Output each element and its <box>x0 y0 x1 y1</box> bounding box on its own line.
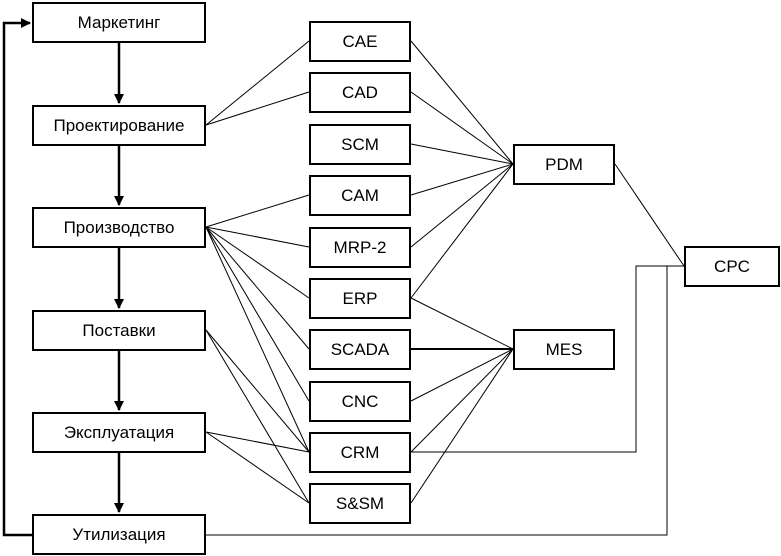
stage-label: Утилизация <box>72 524 166 544</box>
stage-label: Маркетинг <box>77 12 161 32</box>
stage-marketing-box: Маркетинг <box>32 2 206 43</box>
system-cad-box: CAD <box>309 72 411 113</box>
system-scm-box: SCM <box>309 124 411 165</box>
link-production-crm <box>205 226 310 453</box>
system-label: CAD <box>342 82 378 102</box>
link-mrp2-pdm <box>410 163 514 248</box>
system-label: SCM <box>341 134 379 154</box>
link-erp-pdm <box>410 163 514 299</box>
system-cnc-box: CNC <box>309 381 411 422</box>
system-label: PDM <box>545 154 583 174</box>
link-ssm-mes <box>410 348 514 504</box>
link-cam-pdm <box>410 163 514 196</box>
system-label: CPC <box>714 256 750 276</box>
link-production-scada <box>205 226 310 350</box>
link-cae-pdm <box>410 40 514 165</box>
link-design-cae <box>205 40 310 126</box>
link-pdm-cpc <box>614 163 685 267</box>
link-crm-cpc <box>411 265 684 453</box>
stage-label: Проектирование <box>53 115 185 135</box>
link-operation-crm <box>205 431 310 453</box>
stage-supply-box: Поставки <box>32 310 206 351</box>
stage-production-box: Производство <box>32 207 206 248</box>
stage-design-box: Проектирование <box>32 105 206 146</box>
stage-disposal-box: Утилизация <box>32 514 206 555</box>
system-label: S&SM <box>335 493 385 513</box>
link-operation-ssm <box>205 431 310 504</box>
system-label: CAM <box>341 185 379 205</box>
link-erp-mes <box>410 297 514 350</box>
stage-label: Производство <box>63 217 175 237</box>
link-crm-mes <box>410 348 514 453</box>
system-pdm-box: PDM <box>513 144 615 185</box>
stage-label: Эксплуатация <box>63 422 175 442</box>
stage-label: Поставки <box>82 320 156 340</box>
link-supply-crm <box>205 329 310 453</box>
system-cam-box: CAM <box>309 175 411 216</box>
system-label: CRM <box>340 442 380 462</box>
system-crm-box: CRM <box>309 432 411 473</box>
link-production-erp <box>205 226 310 299</box>
system-label: SCADA <box>330 339 390 359</box>
system-label: CNC <box>341 391 379 411</box>
system-cpc-box: CPC <box>684 246 780 287</box>
link-production-mrp2 <box>205 226 310 248</box>
stage-operation-box: Эксплуатация <box>32 412 206 453</box>
link-cnc-mes <box>410 348 514 402</box>
system-ssm-box: S&SM <box>309 483 411 524</box>
link-production-cam <box>205 194 310 228</box>
system-mrp2-box: MRP-2 <box>309 227 411 268</box>
link-production-cnc <box>205 226 310 402</box>
link-design-cad <box>205 91 310 126</box>
system-label: ERP <box>342 288 378 308</box>
arrow-disposal-to-marketing <box>2 18 32 537</box>
system-label: MES <box>545 339 583 359</box>
link-disposal-cpc <box>206 265 684 536</box>
system-cae-box: CAE <box>309 21 411 62</box>
system-scada-box: SCADA <box>309 329 411 370</box>
link-supply-ssm <box>205 329 310 504</box>
system-label: CAE <box>342 31 378 51</box>
link-cad-pdm <box>410 91 514 165</box>
system-erp-box: ERP <box>309 278 411 319</box>
link-scm-pdm <box>410 143 514 165</box>
system-mes-box: MES <box>513 329 615 370</box>
system-label: MRP-2 <box>333 237 387 257</box>
